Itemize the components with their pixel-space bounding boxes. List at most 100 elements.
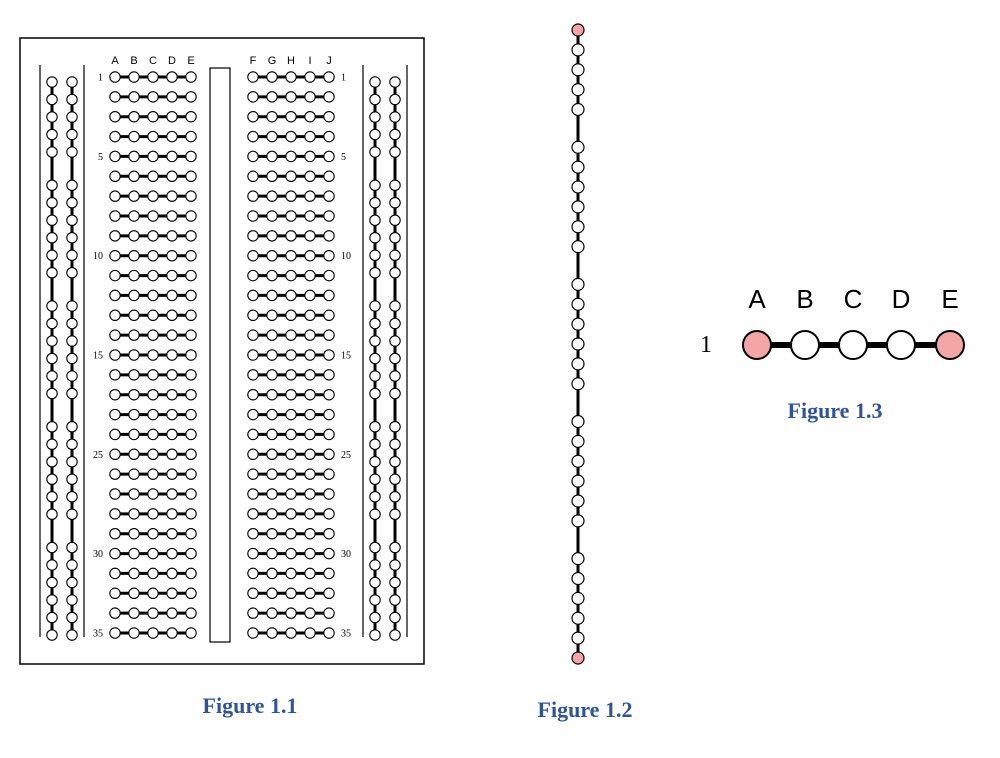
rail-hole [571,277,585,291]
breadboard-hole [266,170,278,183]
breadboard-hole [166,71,178,83]
column-label-a: A [111,55,119,67]
power-rail-hole [46,541,58,554]
power-rail-hole [369,541,381,554]
power-rail-hole [389,370,401,382]
strip-column-label-a: A [748,284,766,314]
rail-hole [571,83,585,97]
breadboard-hole [323,488,335,500]
breadboard-hole [147,309,159,322]
breadboard-hole [166,329,178,341]
power-rail-hole [389,438,401,450]
breadboard-hole [109,527,121,540]
breadboard-hole [285,289,297,302]
breadboard-hole [147,567,159,580]
row-label-right: 1 [341,73,346,84]
power-rail-hole [66,455,78,468]
rail-hole [571,337,585,351]
breadboard-hole [166,110,178,123]
breadboard-hole [185,269,197,282]
strip-row-label: 1 [700,332,712,358]
breadboard-hole [285,627,297,639]
power-rail-hole [369,266,381,279]
power-rail-hole [46,420,58,433]
strip-column-label-b: B [796,284,813,314]
breadboard-hole [128,527,140,540]
power-rail-hole [369,508,381,520]
breadboard-hole [109,210,121,222]
power-rail-hole [46,629,58,641]
breadboard-hole [109,190,121,202]
breadboard-hole [109,567,121,580]
power-rail-hole [46,179,58,192]
power-rail-hole [46,611,58,624]
breadboard-hole [285,170,297,183]
breadboard-hole [247,508,259,520]
breadboard-hole [166,269,178,282]
rail-hole [571,220,585,234]
power-rail-hole [66,111,78,123]
breadboard-hole [147,369,159,381]
breadboard-hole [266,230,278,242]
rail-hole [571,591,585,605]
breadboard-hole [185,130,197,143]
breadboard-hole [266,249,278,262]
breadboard-hole [285,150,297,163]
breadboard-hole [185,607,197,619]
breadboard-hole [166,349,178,361]
breadboard-hole [266,527,278,540]
breadboard-hole [147,329,159,341]
strip-column-label-e: E [941,284,958,314]
power-rail-hole [46,352,58,365]
breadboard-hole [323,408,335,421]
breadboard-hole [147,587,159,600]
power-rail-hole [66,576,78,589]
rail-hole [571,160,585,174]
breadboard-hole [185,249,197,262]
breadboard-hole [323,527,335,540]
breadboard-hole [323,289,335,302]
breadboard-hole [323,508,335,520]
breadboard-hole [266,309,278,322]
breadboard-hole [109,349,121,361]
rail-hole [571,414,585,429]
breadboard-hole [147,508,159,520]
breadboard-hole [247,110,259,123]
breadboard-hole [304,547,316,560]
breadboard-hole [166,567,178,580]
power-rail-hole [369,629,381,641]
breadboard-hole [285,388,297,401]
breadboard-hole [285,309,297,322]
breadboard-hole [109,607,121,619]
breadboard-hole [285,547,297,560]
rail-hole [571,377,585,391]
power-rail-hole [66,76,78,88]
breadboard-hole [304,488,316,500]
breadboard-hole [285,508,297,520]
power-rail-hole [369,317,381,330]
row-label-left: 1 [98,73,103,84]
breadboard-hole [128,369,140,381]
breadboard-hole [147,249,159,262]
power-rail-hole [66,420,78,433]
breadboard-hole [247,408,259,421]
breadboard-hole [323,349,335,361]
breadboard-hole [109,249,121,262]
strip-column-label-d: D [892,284,911,314]
column-label-i: I [308,55,311,67]
power-rail-hole [389,335,401,347]
breadboard-hole [323,587,335,600]
breadboard-hole [185,527,197,540]
rail-hole [571,454,585,468]
breadboard-hole [109,369,121,381]
breadboard-hole [323,249,335,262]
breadboard-hole [166,607,178,619]
breadboard-hole [304,349,316,361]
power-rail-hole [66,490,78,503]
power-rail-hole [46,300,58,312]
breadboard-hole [285,488,297,500]
breadboard-hole [323,369,335,381]
